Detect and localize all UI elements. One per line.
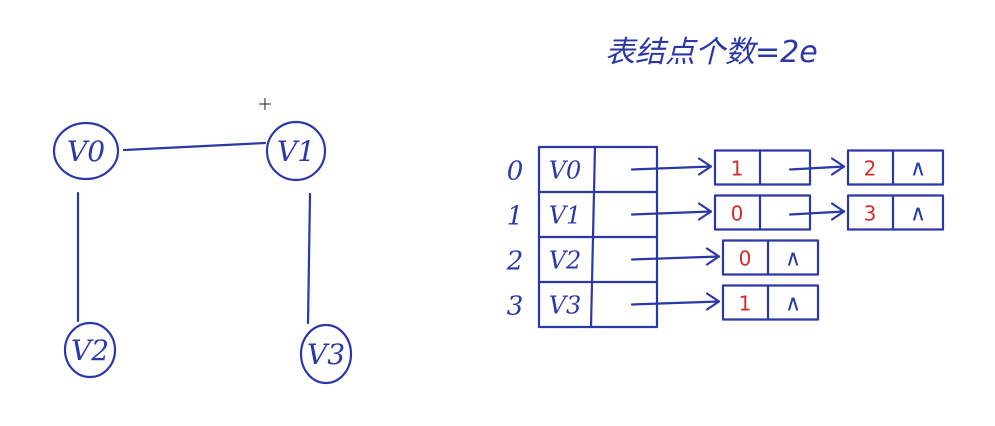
row-vertex: V1 xyxy=(549,202,582,230)
pointer-arrow xyxy=(630,210,713,216)
row-vertex: V3 xyxy=(549,292,582,320)
null-pointer-icon: ∧ xyxy=(910,202,926,227)
vertex-label: V2 xyxy=(71,334,109,367)
row-vertex: V0 xyxy=(549,157,582,185)
null-pointer-icon: ∧ xyxy=(910,157,926,182)
arrow-head-icon xyxy=(697,157,713,176)
arrow-head-icon xyxy=(705,247,721,266)
adjacent-vertex-index: 3 xyxy=(864,202,877,226)
edge-node-box xyxy=(846,149,945,186)
null-pointer-icon: ∧ xyxy=(785,292,801,317)
edge-node-box xyxy=(721,239,820,276)
adjacent-vertex-index: 1 xyxy=(739,292,752,316)
graph-vertex-v1: V1 xyxy=(265,120,327,182)
arrow-head-icon xyxy=(830,157,846,176)
adjacent-vertex-index: 0 xyxy=(731,202,744,226)
vertex-circle xyxy=(299,323,353,385)
graph-edge-v0-v1 xyxy=(122,141,267,152)
vertex-circle xyxy=(265,120,327,182)
arrow-head-icon xyxy=(830,202,846,221)
graph-edge-v1-v3 xyxy=(306,192,312,325)
edge-node: 0 xyxy=(713,194,812,231)
edge-node: 1 xyxy=(713,149,812,186)
edge-node: 2∧ xyxy=(846,149,945,186)
arrow-head-icon xyxy=(705,292,721,311)
adjacent-vertex-index: 2 xyxy=(864,157,877,181)
pointer-arrow xyxy=(630,255,721,261)
vertex-circle xyxy=(63,321,117,379)
graph-vertex-v2: V2 xyxy=(63,321,117,379)
vertex-label: V3 xyxy=(307,338,345,371)
adjacent-vertex-index: 1 xyxy=(731,157,744,181)
crosshair-cursor-icon xyxy=(259,98,271,110)
vertex-label: V0 xyxy=(67,135,105,168)
vertex-circle xyxy=(52,121,120,181)
graph-vertex-v3: V3 xyxy=(299,323,353,385)
edge-node-box xyxy=(721,284,820,321)
adjacent-vertex-index: 0 xyxy=(739,247,752,271)
edge-node-box xyxy=(713,194,812,231)
edge-node-box xyxy=(846,194,945,231)
arrow-head-icon xyxy=(697,202,713,221)
row-vertex: V2 xyxy=(549,247,582,275)
row-index: 1 xyxy=(507,202,524,232)
graph-vertex-v0: V0 xyxy=(52,121,120,181)
pointer-arrow xyxy=(788,210,846,216)
pointer-arrow xyxy=(788,165,846,171)
edge-node: 0∧ xyxy=(721,239,820,276)
edge-node-box xyxy=(713,149,812,186)
row-index: 3 xyxy=(507,292,524,322)
vertex-label: V1 xyxy=(277,135,315,168)
edge-node: 3∧ xyxy=(846,194,945,231)
heading: 表结点个数=2e xyxy=(605,35,818,70)
row-index: 0 xyxy=(507,157,524,187)
pointer-arrow xyxy=(630,165,713,171)
row-index: 2 xyxy=(506,247,524,277)
edge-node: 1∧ xyxy=(721,284,820,321)
pointer-arrow xyxy=(630,300,721,306)
null-pointer-icon: ∧ xyxy=(785,247,801,272)
